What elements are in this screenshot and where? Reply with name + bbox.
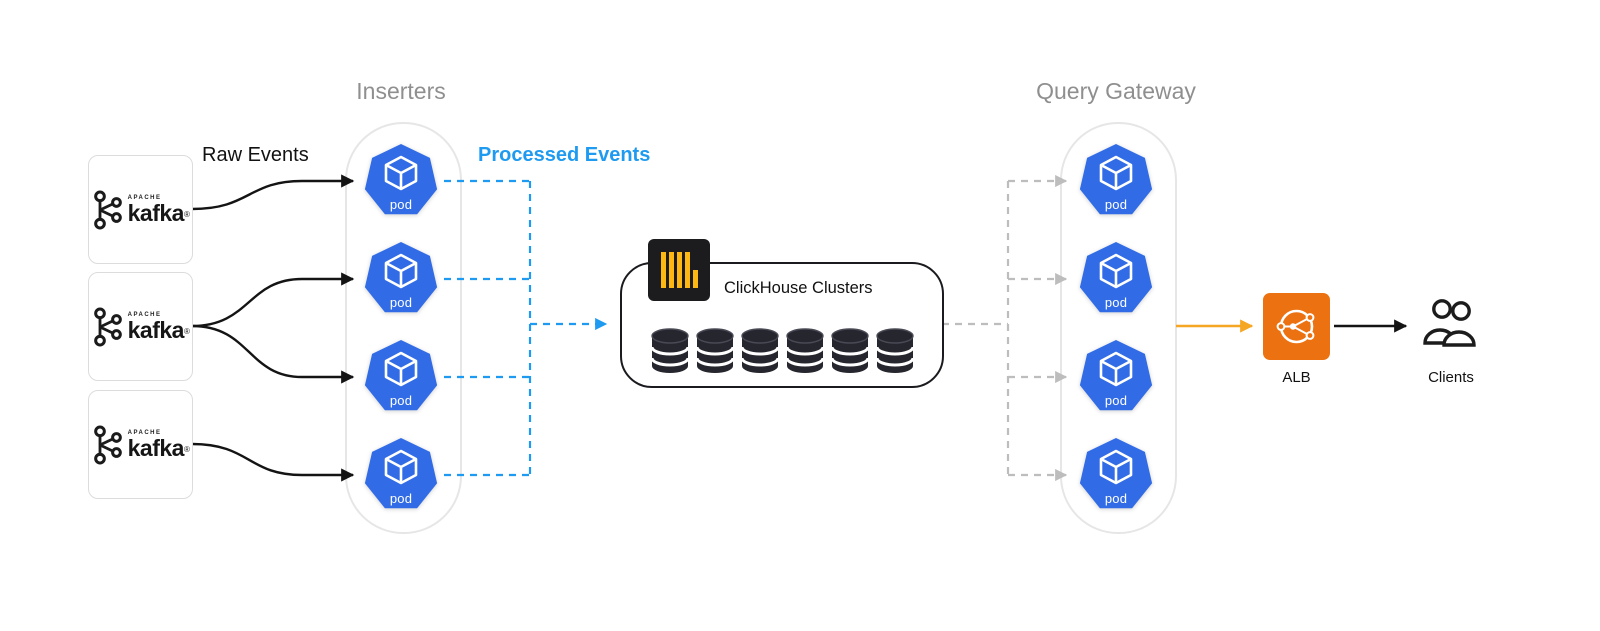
alb-label: ALB <box>1282 369 1311 386</box>
raw-events-label: Raw Events <box>202 144 309 166</box>
kafka-apache-label: APACHE <box>127 311 162 318</box>
kafka-label: kafka® <box>127 199 190 226</box>
inserter-pod-2: pod <box>361 241 441 317</box>
query-arrows <box>942 174 1068 482</box>
kafka-source-2: APACHE kafka® <box>88 272 193 381</box>
kafka-source-1: APACHE kafka® <box>88 155 193 264</box>
pod-label: pod <box>389 491 413 506</box>
database-icon <box>830 327 870 375</box>
processed-events-arrows <box>444 179 608 477</box>
clickhouse-cluster-box: ClickHouse Clusters <box>620 239 944 388</box>
kafka-icon <box>92 424 124 466</box>
inserter-pod-4: pod <box>361 437 441 513</box>
database-icon <box>650 327 690 375</box>
database-icon <box>875 327 915 375</box>
pod-label: pod <box>1104 393 1128 408</box>
pod-label: pod <box>1104 197 1128 212</box>
processed-events-label: Processed Events <box>478 144 651 166</box>
pod-label: pod <box>389 295 413 310</box>
database-icon <box>785 327 825 375</box>
kafka-wordmark: APACHE kafka® <box>128 195 190 225</box>
kafka-icon <box>92 189 124 231</box>
clients-icon <box>1418 296 1484 354</box>
kafka-label: kafka® <box>127 434 190 461</box>
pod-label: pod <box>389 393 413 408</box>
pod-label: pod <box>1104 491 1128 506</box>
clients-label: Clients <box>1428 369 1474 386</box>
query-pod-1: pod <box>1076 143 1156 219</box>
clickhouse-logo-icon <box>648 239 710 301</box>
kafka-icon <box>92 306 124 348</box>
alb-icon <box>1263 293 1330 360</box>
kafka-wordmark: APACHE kafka® <box>128 312 190 342</box>
kafka-apache-label: APACHE <box>127 429 162 436</box>
query-pod-2: pod <box>1076 241 1156 317</box>
query-gateway-title: Query Gateway <box>1036 78 1196 104</box>
kafka-wordmark: APACHE kafka® <box>128 430 190 460</box>
kafka-source-3: APACHE kafka® <box>88 390 193 499</box>
database-icon <box>740 327 780 375</box>
inserter-pod-1: pod <box>361 143 441 219</box>
database-icon <box>695 327 735 375</box>
pod-label: pod <box>389 197 413 212</box>
kafka-apache-label: APACHE <box>127 194 162 201</box>
clickhouse-databases <box>622 327 942 375</box>
query-pod-3: pod <box>1076 339 1156 415</box>
clickhouse-label: ClickHouse Clusters <box>724 279 873 297</box>
pod-label: pod <box>1104 295 1128 310</box>
kafka-label: kafka® <box>127 316 190 343</box>
raw-events-arrows <box>191 174 355 482</box>
inserter-pod-3: pod <box>361 339 441 415</box>
inserters-title: Inserters <box>356 78 446 104</box>
query-pod-4: pod <box>1076 437 1156 513</box>
